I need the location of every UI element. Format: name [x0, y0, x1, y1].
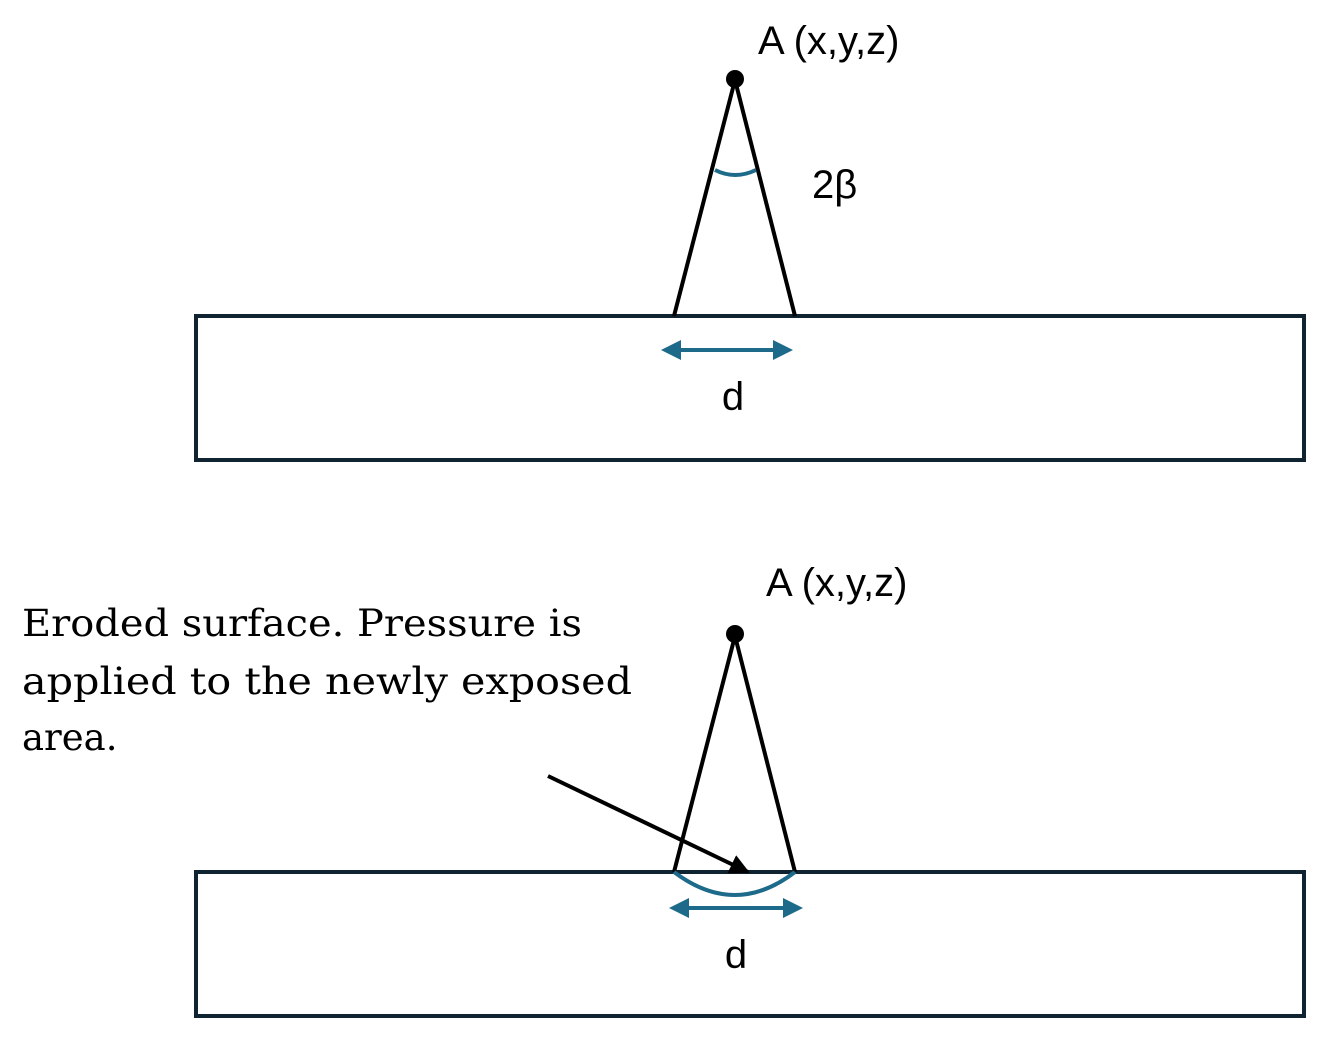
top-cone-right-edge: [733, 79, 797, 317]
top-width-label: d: [722, 375, 744, 419]
top-angle-label: 2β: [812, 163, 857, 207]
bottom-cone-left-edge: [672, 635, 737, 873]
annotation-line-2: applied to the newly exposed: [22, 660, 632, 703]
bottom-width-label: d: [725, 933, 747, 977]
annotation-line-3: area.: [22, 716, 117, 759]
top-panel: A (x,y,z) 2β d: [194, 19, 1306, 462]
bottom-panel: A (x,y,z) d Eroded surface. Pressure is …: [22, 561, 1306, 1018]
bottom-cone-right-edge: [733, 635, 797, 873]
top-surface-block: [194, 314, 1306, 462]
bottom-surface-block: [194, 870, 1306, 1018]
annotation-text: Eroded surface. Pressure is applied to t…: [22, 602, 632, 759]
top-angle-arc: [714, 168, 757, 177]
bottom-point-label: A (x,y,z): [766, 561, 907, 605]
top-cone-left-edge: [672, 79, 737, 317]
top-point-label: A (x,y,z): [758, 19, 899, 63]
annotation-arrow: [547, 774, 750, 874]
annotation-line-1: Eroded surface. Pressure is: [22, 602, 582, 645]
bottom-point-a: [726, 625, 744, 643]
top-point-a: [726, 70, 744, 88]
eroded-surface-arc: [672, 870, 797, 897]
